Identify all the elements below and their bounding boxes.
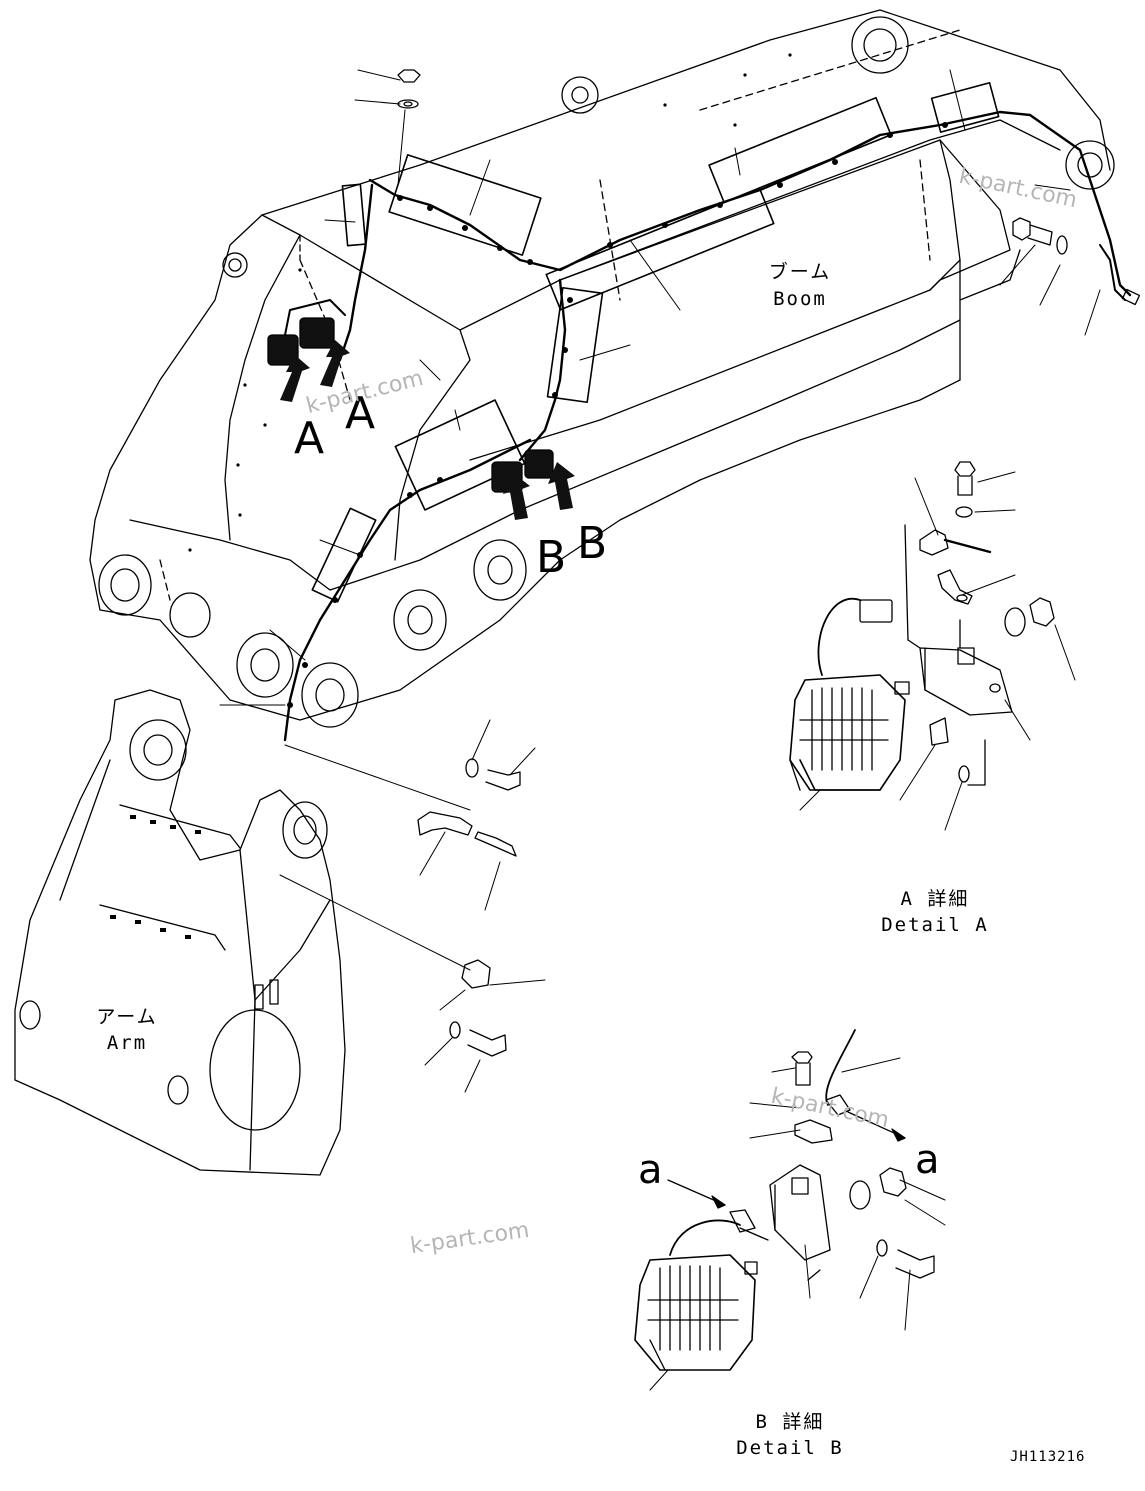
view-marker-a-2: A — [345, 388, 376, 439]
arm-label-jp: アーム — [96, 1006, 158, 1028]
detail-a-label-jp: A 詳細 — [900, 888, 970, 910]
connection-marker-a-left: a — [638, 1147, 663, 1193]
leader-lines-detail-b — [649, 1057, 946, 1391]
detail-a-label-en: Detail A — [881, 914, 989, 936]
view-arrows — [280, 340, 575, 520]
view-marker-a-1: A — [294, 413, 325, 464]
view-marker-b-1: B — [536, 532, 567, 583]
boom-outline — [89, 9, 1115, 728]
bolt-washer-right — [1012, 217, 1068, 255]
detail-b-assembly — [634, 1029, 935, 1371]
detail-a-assembly — [789, 461, 1055, 791]
boom-label-jp: ブーム — [768, 261, 832, 283]
work-lamp-a-pair — [267, 299, 346, 366]
drawing-number: JH113216 — [1010, 1449, 1086, 1465]
leader-lines-boom — [219, 69, 1101, 971]
view-marker-b-2: B — [577, 518, 608, 569]
detail-b-label-en: Detail B — [736, 1437, 844, 1459]
harness-bracket-parts — [417, 758, 521, 1057]
nut-washer-top — [397, 69, 421, 109]
detail-b-label-jp: B 詳細 — [755, 1411, 825, 1433]
arm-label-en: Arm — [106, 1032, 148, 1054]
boom-label-en: Boom — [773, 288, 827, 310]
leader-lines-center — [419, 719, 546, 1093]
connection-marker-a-right: a — [915, 1137, 940, 1183]
leader-lines-detail-a — [799, 471, 1076, 831]
wiring-harness — [267, 82, 1141, 742]
arm-outline — [14, 689, 346, 1176]
